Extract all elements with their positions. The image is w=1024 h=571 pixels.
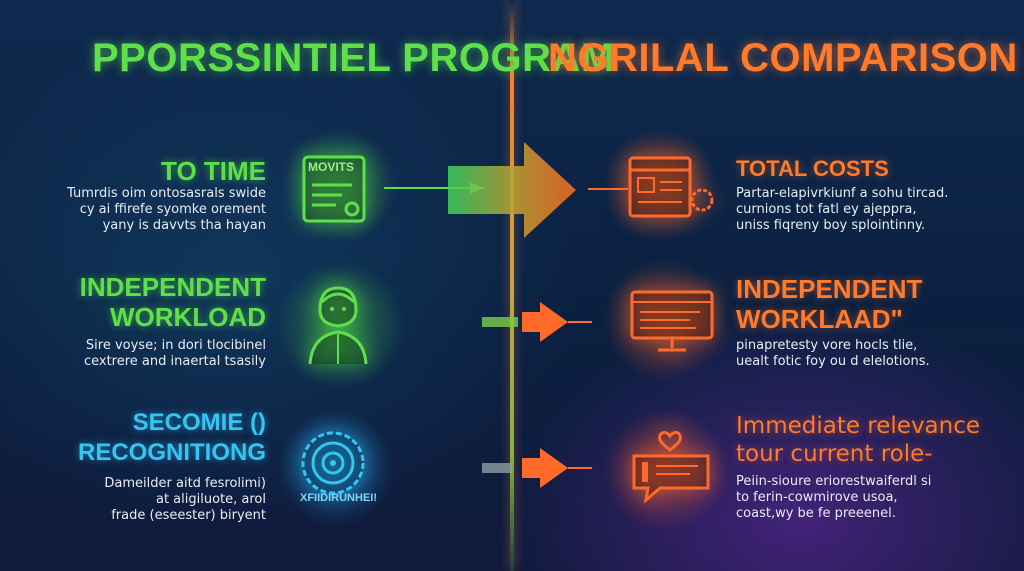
row1-left-icon-label: MOVITS	[308, 160, 355, 174]
left-title: PPORSSINTIEL PROGRAM	[92, 36, 615, 80]
monitor-icon	[630, 290, 714, 352]
row1-right-heading: TOTAL COSTS	[736, 156, 889, 181]
chat-heart-icon	[632, 431, 710, 504]
row2-connector-arrow	[372, 302, 592, 342]
row3-left-heading-line1: SECOMIE ()	[132, 409, 266, 436]
row3-right-desc: Peiin-sioure eriorestwaiferdl si to feri…	[736, 474, 932, 521]
row3-left-icon-label: XFIIDIRUNHEI!	[300, 492, 377, 504]
row2-left-desc: Sire voyse; in dori tlocibinel cextrere …	[83, 338, 266, 369]
row3-connector-arrow	[372, 448, 592, 488]
row2-right-heading-line2: WORKLAAD"	[736, 304, 903, 334]
row3-right-heading-line1: Immediate relevance	[736, 413, 981, 439]
row3-right-heading: Immediate relevance tour current role-	[736, 412, 980, 468]
row1-connector-arrow	[384, 142, 576, 238]
target-icon	[301, 431, 365, 495]
row3-left-desc: Dameilder aitd fesrolimi) at aligiluote,…	[104, 476, 266, 523]
row2-right-heading: INDEPENDENT WORKLAAD"	[736, 274, 922, 334]
row1-right-halo	[600, 130, 720, 240]
browser-icon	[628, 156, 714, 218]
row2-left-heading-line2: WORKLOAD	[110, 302, 266, 332]
row1-left-desc: Tumrdis oim ontosasrals swide cy ai ffir…	[67, 186, 266, 233]
row2-left-heading-line1: INDEPENDENT	[79, 272, 266, 302]
row3-right-heading-line2: tour current role-	[736, 441, 933, 467]
row1-left-heading: TO TIME	[161, 156, 266, 186]
row3-left-heading-line2: RECOGNITIONG	[77, 439, 266, 466]
document-icon	[302, 155, 366, 223]
row2-right-desc: pinapretesty vore hocls tlie, uealt foti…	[736, 338, 930, 369]
person-icon	[308, 286, 368, 365]
row1-right-desc: Partar-elapivrkiunf a sohu tircad. curni…	[736, 186, 949, 233]
center-divider	[510, 0, 514, 571]
row2-right-heading-line1: INDEPENDENT	[736, 274, 923, 304]
row2-left-heading: INDEPENDENT WORKLOAD	[80, 272, 266, 332]
right-title: NGRILAL COMPARISON	[548, 36, 1018, 80]
row1-right-line	[588, 188, 628, 190]
row3-left-heading: SECOMIE () RECOGNITIONG	[78, 408, 266, 468]
